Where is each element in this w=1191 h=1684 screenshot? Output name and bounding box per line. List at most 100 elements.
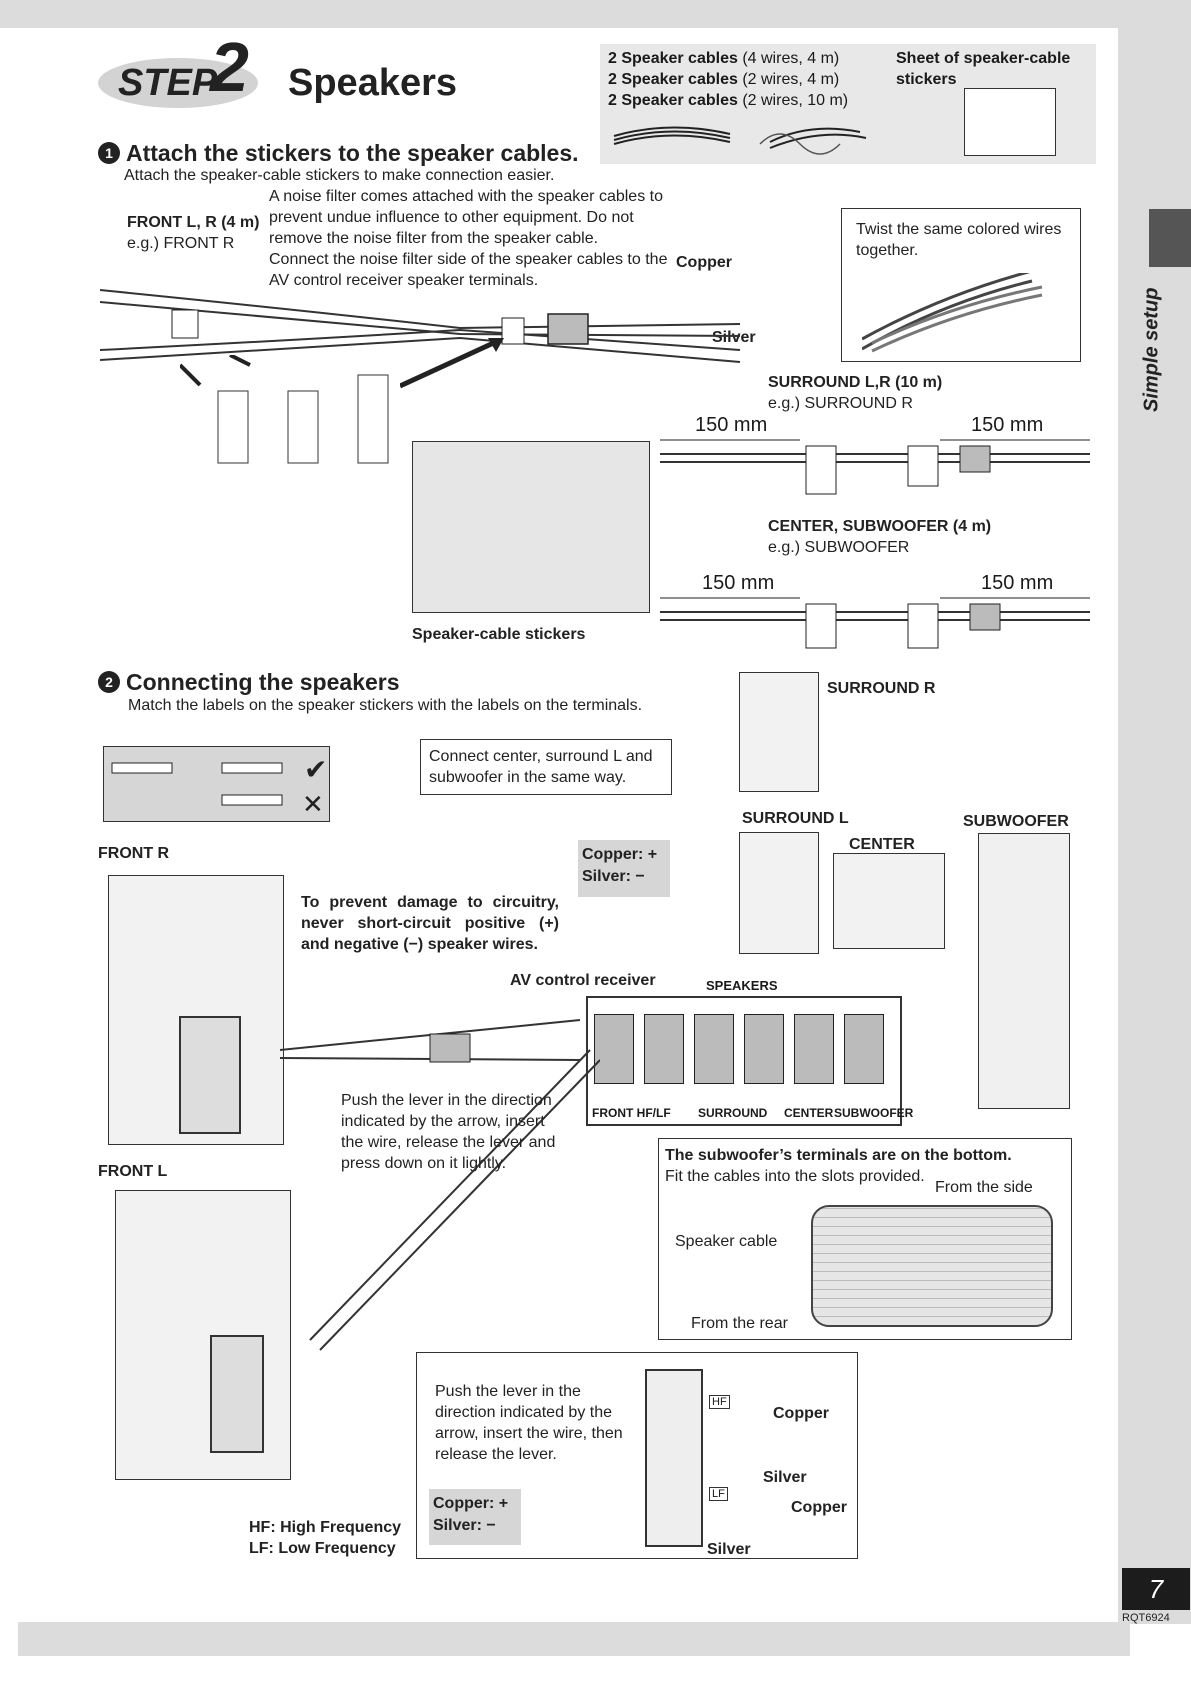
front-l-terminal-panel xyxy=(210,1335,264,1453)
hf-tag: HF xyxy=(709,1395,730,1409)
front-r-label: FRONT R xyxy=(98,845,170,862)
wire-prep-illustration: ✔ ✕ xyxy=(111,754,327,819)
surround-cable-illustration xyxy=(660,439,1090,495)
terminal-front-r[interactable] xyxy=(594,1014,634,1084)
step-word: STEP xyxy=(118,62,218,104)
stickers-caption: Speaker-cable stickers xyxy=(412,626,586,643)
step-badge-oval xyxy=(98,58,258,108)
from-rear-label: From the rear xyxy=(691,1315,788,1332)
front-cable-example: e.g.) FRONT R xyxy=(127,235,235,252)
front-cable-illustration xyxy=(100,289,741,363)
silver-label: Silver xyxy=(712,329,756,346)
terminal-surround-l[interactable] xyxy=(744,1014,784,1084)
copper-label: Copper xyxy=(791,1499,847,1516)
sticker-sheet-icon xyxy=(964,88,1056,156)
side-tab-label: Simple setup xyxy=(1140,287,1163,413)
supplies-cable-list: 2 Speaker cables (4 wires, 4 m) 2 Speake… xyxy=(608,48,898,111)
dimension-label: 150 mm xyxy=(981,572,1054,594)
terminal-group-label: CENTER xyxy=(784,1106,834,1120)
page-number: 7 xyxy=(1122,1568,1190,1610)
top-bar xyxy=(0,0,1191,28)
from-side-label: From the side xyxy=(935,1179,1033,1196)
center-label: CENTER xyxy=(849,836,915,853)
supply-item: 2 Speaker cables (2 wires, 10 m) xyxy=(608,92,849,109)
center-cable-example: e.g.) SUBWOOFER xyxy=(768,539,910,556)
polarity-silver: Silver: − xyxy=(433,1517,496,1534)
surround-cable-example: e.g.) SURROUND R xyxy=(768,395,913,412)
page-title: Speakers xyxy=(288,62,458,104)
polarity-silver: Silver: − xyxy=(582,868,645,885)
subwoofer-cable-illustration xyxy=(660,597,1090,649)
svg-text:✔: ✔ xyxy=(304,754,327,785)
speaker-cable-label: Speaker cable xyxy=(675,1233,778,1250)
silver-label: Silver xyxy=(707,1541,751,1558)
front-l-speaker xyxy=(115,1190,291,1480)
subwoofer-note: Fit the cables into the slots provided. xyxy=(665,1168,925,1185)
push-lever-note-2: Push the lever in the direction indicate… xyxy=(435,1383,623,1463)
copper-label: Copper xyxy=(676,254,732,271)
subwoofer-terminal-box: The subwoofer’s terminals are on the bot… xyxy=(658,1138,1072,1340)
dimension-label: 150 mm xyxy=(971,414,1044,436)
silver-label: Silver xyxy=(763,1469,807,1486)
center-speaker xyxy=(833,853,945,949)
terminal-subwoofer[interactable] xyxy=(844,1014,884,1084)
sticker-arrow-icon xyxy=(400,337,504,389)
section2-intro: Match the labels on the speaker stickers… xyxy=(128,697,643,714)
supply-item: 2 Speaker cables (2 wires, 4 m) xyxy=(608,71,840,88)
surround-l-label: SURROUND L xyxy=(742,810,849,827)
front-l-label: FRONT L xyxy=(98,1163,168,1180)
supplies-box: 2 Speaker cables (4 wires, 4 m) 2 Speake… xyxy=(600,44,1096,164)
front-cable-routing xyxy=(280,1019,600,1351)
dimension-label: 150 mm xyxy=(702,572,775,594)
section1-intro: Attach the speaker-cable stickers to mak… xyxy=(124,167,555,184)
wire-prep-box: ✔ ✕ xyxy=(103,746,330,822)
sticker-sheet-detail xyxy=(412,441,650,613)
front-r-speaker xyxy=(108,875,284,1145)
terminal-surround-r[interactable] xyxy=(694,1014,734,1084)
copper-label: Copper xyxy=(773,1405,829,1422)
twisted-wires-illustration xyxy=(862,273,1043,353)
speakers-panel-label: SPEAKERS xyxy=(706,978,778,993)
svg-text:✕: ✕ xyxy=(302,789,324,819)
receiver-label: AV control receiver xyxy=(510,972,656,989)
short-circuit-warning: To prevent damage to circuitry, never sh… xyxy=(301,894,559,953)
twist-wires-note: Twist the same colored wires together. xyxy=(856,221,1062,259)
lever-detail-box: Push the lever in the direction indicate… xyxy=(416,1352,858,1559)
bottom-bar xyxy=(18,1622,1130,1656)
center-cable-label: CENTER, SUBWOOFER (4 m) xyxy=(768,518,992,535)
polarity-box: Copper: + Silver: − xyxy=(578,840,670,897)
hf-lf-terminal-panel: HF LF xyxy=(645,1369,730,1547)
connect-same-way-note: Connect center, surround L and subwoofer… xyxy=(429,748,653,786)
terminal-front-l[interactable] xyxy=(644,1014,684,1084)
hf-legend: HF: High Frequency xyxy=(249,1519,402,1536)
dimension-label: 150 mm xyxy=(695,414,768,436)
lf-legend: LF: Low Frequency xyxy=(249,1540,396,1557)
polarity-box-2: Copper: + Silver: − xyxy=(429,1489,521,1545)
surround-cable-label: SURROUND L,R (10 m) xyxy=(768,374,943,391)
noise-filter-note: A noise filter comes attached with the s… xyxy=(269,188,668,289)
twist-wires-box: Twist the same colored wires together. xyxy=(841,208,1081,362)
front-r-terminal-panel xyxy=(179,1016,241,1134)
polarity-copper: Copper: + xyxy=(433,1495,509,1512)
subwoofer-note-bold: The subwoofer’s terminals are on the bot… xyxy=(665,1147,1012,1164)
surround-l-speaker xyxy=(739,832,819,954)
connect-same-way-box: Connect center, surround L and subwoofer… xyxy=(420,739,672,795)
receiver-speaker-panel: SPEAKERS FRONT HF/LF SURROUND CENTER SUB… xyxy=(586,978,913,1126)
front-cable-label: FRONT L, R (4 m) xyxy=(127,214,260,231)
right-margin-column xyxy=(1118,28,1191,1624)
supply-item: 2 Speaker cables (4 wires, 4 m) xyxy=(608,50,840,67)
terminal-center[interactable] xyxy=(794,1014,834,1084)
step-number: 2 xyxy=(210,28,249,106)
terminal-group-label: SURROUND xyxy=(698,1106,768,1120)
subwoofer-label: SUBWOOFER xyxy=(963,813,1069,830)
subwoofer-bottom-view xyxy=(811,1205,1053,1327)
surround-r-label: SURROUND R xyxy=(827,680,936,697)
terminal-group-label: SUBWOOFER xyxy=(834,1106,914,1120)
sticker-sheet-label: Sheet of speaker-cable stickers xyxy=(896,50,1071,88)
sticker-placement-diagram xyxy=(180,355,389,464)
subwoofer-speaker xyxy=(978,833,1070,1109)
push-lever-note: Push the lever in the direction indicate… xyxy=(341,1092,556,1172)
document-code: RQT6924 xyxy=(1122,1612,1170,1624)
